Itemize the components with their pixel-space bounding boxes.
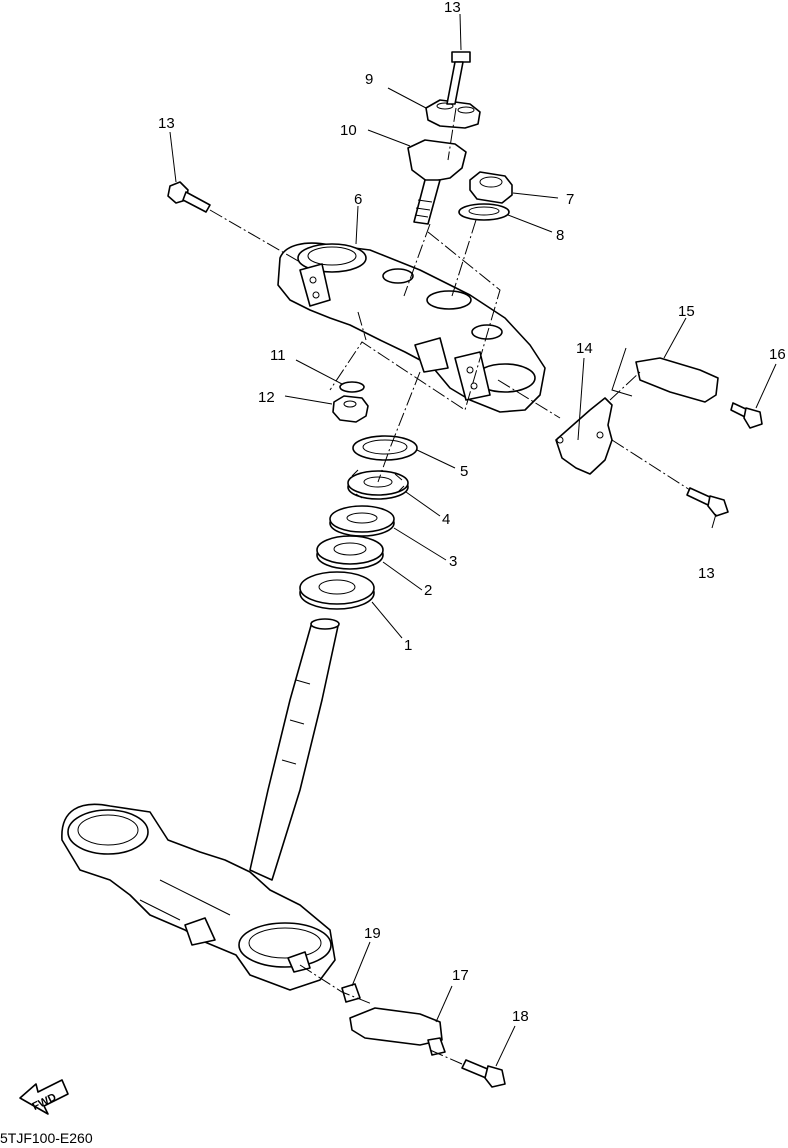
callout-17: 17 [452, 967, 469, 984]
under-bracket-stem [61, 618, 340, 991]
holder-15 [611, 347, 719, 403]
fwd-arrow-icon: FWD [19, 1079, 69, 1115]
bolt-16 [730, 402, 763, 429]
callout-10: 10 [340, 122, 357, 139]
collar-19 [341, 983, 361, 1003]
callout-9: 9 [365, 71, 373, 88]
assembly-lines [209, 107, 691, 1065]
callout-4: 4 [442, 511, 450, 528]
cable-holder-17 [349, 1007, 446, 1056]
seal-2 [316, 535, 384, 570]
cable-guide-14 [555, 397, 613, 475]
nut-12 [332, 395, 369, 423]
ball-race-3 [329, 505, 395, 537]
bolt-13-left [167, 181, 211, 213]
handlebar-holder-lower-10 [407, 139, 467, 225]
ball-race-1 [299, 571, 375, 610]
washer-11 [339, 381, 365, 393]
callout-6: 6 [354, 191, 362, 208]
bolt-13-top [446, 51, 471, 105]
callout-13-top: 13 [444, 0, 461, 16]
callout-18: 18 [512, 1008, 529, 1025]
ring-nut-4 [347, 469, 409, 500]
nut-7 [469, 171, 513, 204]
callout-13-left: 13 [158, 115, 175, 132]
upper-bracket [277, 242, 546, 413]
callout-12: 12 [258, 389, 275, 406]
callout-1: 1 [404, 637, 412, 654]
callout-13-right: 13 [698, 565, 715, 582]
callout-11: 11 [270, 347, 286, 364]
callout-15: 15 [678, 303, 695, 320]
callout-16: 16 [769, 346, 786, 363]
diagram-code: 5TJF100-E260 [0, 1130, 93, 1146]
bolt-18 [461, 1059, 506, 1088]
callout-14: 14 [576, 340, 593, 357]
bolt-13-right [686, 487, 729, 517]
leader-lines [169, 13, 777, 1067]
callout-5: 5 [460, 463, 468, 480]
callout-19: 19 [364, 925, 381, 942]
callout-8: 8 [556, 227, 564, 244]
washer-8 [458, 203, 510, 221]
callouts: 1 2 3 4 5 6 7 8 9 10 11 12 13 13 13 14 1… [158, 0, 786, 1025]
callout-7: 7 [566, 191, 574, 208]
washer-5 [352, 435, 418, 461]
callout-2: 2 [424, 582, 432, 599]
callout-3: 3 [449, 553, 457, 570]
